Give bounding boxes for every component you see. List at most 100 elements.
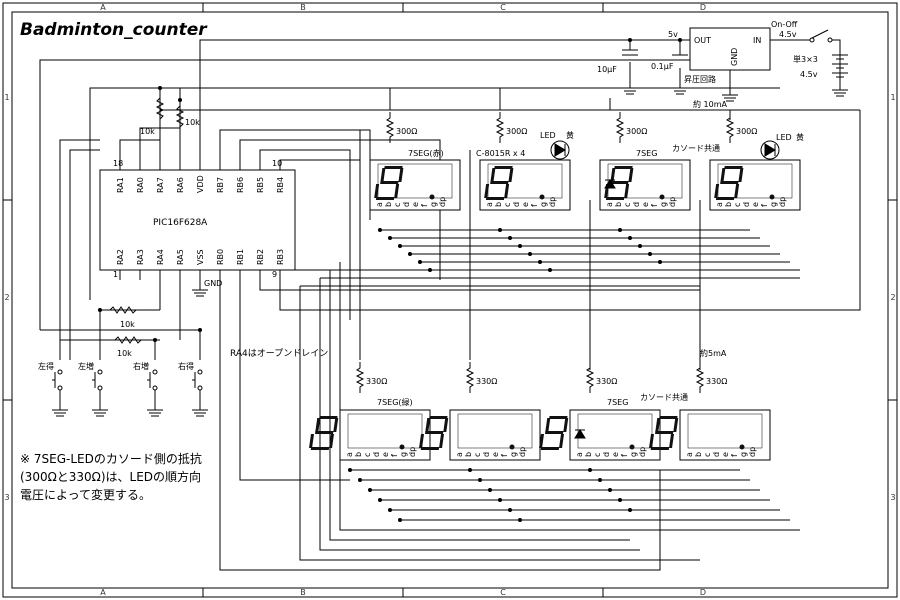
- note-line-2: (300Ωと330Ω)は、LEDの順方向: [20, 469, 201, 484]
- segment-pin-label: a: [715, 202, 724, 207]
- col-label-b-bottom: B: [300, 588, 306, 597]
- segment-pin-label: b: [464, 452, 473, 457]
- display-led-diode-icon: [604, 179, 616, 189]
- pushbutton-2[interactable]: 右増: [133, 361, 163, 417]
- gnd-label: GND: [204, 279, 222, 288]
- segment-pin-label: b: [384, 202, 393, 207]
- segment-bar: [329, 434, 335, 448]
- mcu-bottom-pin-7: RB2: [256, 249, 265, 265]
- segment-pin-label: e: [641, 202, 650, 207]
- note-line-1: ※ 7SEG-LEDのカソード側の抵抗: [20, 451, 202, 466]
- power-section: OUT IN GND 5v 10μF 0.1μF 昇圧回路 On-Off 4.5…: [597, 20, 848, 102]
- segment-bar: [375, 197, 395, 200]
- resistor-bottom-2-label: 330Ω: [476, 377, 497, 386]
- mcu-bottom-pin-3: RA5: [176, 249, 185, 265]
- mcu-top-pin-4: VDD: [196, 175, 205, 193]
- segment-bar: [490, 168, 496, 182]
- col-label-d-bottom: D: [700, 588, 706, 597]
- segment-pin-label: e: [491, 452, 500, 457]
- resistor-bottom-4: 330Ω: [695, 362, 727, 393]
- segment-pin-label: b: [614, 202, 623, 207]
- switch-label-1: 左増: [78, 361, 94, 371]
- switch-label-0: 左得: [38, 361, 54, 371]
- v45-bottom-label: 4.5v: [800, 70, 818, 79]
- segment-bar: [310, 447, 330, 450]
- segment-bar: [315, 418, 321, 432]
- mcu-pin-10: 10: [272, 159, 282, 168]
- segment-bar: [545, 431, 564, 434]
- pushbutton-3[interactable]: 右得: [178, 361, 208, 417]
- segment-bar: [420, 447, 440, 450]
- wiring: [39, 39, 861, 571]
- segment-pin-label: b: [584, 452, 593, 457]
- segment-bar: [419, 434, 425, 448]
- segment-pin-label: dp: [548, 197, 557, 207]
- segment-bar: [540, 447, 560, 450]
- segment-pin-label: b: [354, 452, 363, 457]
- segment-bar: [443, 418, 449, 432]
- junction-dots: [98, 38, 682, 522]
- col-label-c-bottom: C: [500, 588, 506, 597]
- mcu-top-pin-7: RB5: [256, 177, 265, 193]
- segment-bar: [380, 168, 386, 182]
- segment-bar: [714, 184, 720, 198]
- segment-bar: [549, 416, 568, 419]
- mcu-top-pin-1: RA0: [136, 177, 145, 193]
- mcu-top-pin-8: RB4: [276, 177, 285, 193]
- row-label-2-left: 2: [4, 293, 9, 302]
- segment-bar: [319, 416, 338, 419]
- battery-label: 単3×3: [793, 54, 818, 64]
- segment-bar: [655, 431, 674, 434]
- pushbutton-1[interactable]: 左増: [78, 361, 108, 417]
- segment-dp: [769, 194, 775, 200]
- cap-01uf-label: 0.1μF: [651, 62, 674, 71]
- segment-bar: [384, 166, 403, 169]
- resistor-top-2-label: 300Ω: [506, 127, 527, 136]
- col-label-a-top: A: [100, 3, 106, 12]
- mcu-bottom-pin-8: RB3: [276, 249, 285, 265]
- resistor-bottom-3-label: 330Ω: [596, 377, 617, 386]
- pushbuttons: 左得 左増 右増右得: [38, 361, 208, 417]
- segment-pin-label: a: [575, 452, 584, 457]
- display-top-1-label: 7SEG(赤): [408, 149, 444, 158]
- segment-pin-label: e: [381, 452, 390, 457]
- segment-bar: [504, 184, 510, 198]
- segment-pin-label: g: [429, 202, 438, 207]
- segment-bar: [614, 166, 633, 169]
- segment-dp: [739, 444, 745, 450]
- mcu-gnd-symbol: GND: [192, 270, 222, 297]
- mcu-bottom-pin-4: VSS: [196, 249, 205, 265]
- cathode-common-top-label: カソード共通: [672, 143, 720, 153]
- col-label-a-bottom: A: [100, 588, 106, 597]
- row-label-3-left: 3: [4, 493, 9, 502]
- resistor-top-4: 300Ω: [725, 112, 757, 143]
- indicator-led-1: LED 黄: [540, 130, 574, 160]
- segment-pin-label: f: [530, 204, 539, 207]
- segment-bar: [545, 418, 551, 432]
- resistor-top-4-label: 300Ω: [736, 127, 757, 136]
- segment-pin-label: b: [494, 202, 503, 207]
- segment-pin-label: c: [393, 203, 402, 207]
- segment-pin-label: c: [623, 203, 632, 207]
- segment-bar: [655, 418, 661, 432]
- segment-pin-label: dp: [518, 447, 527, 457]
- mcu-pin-9: 9: [272, 270, 277, 279]
- segment-pin-label: d: [372, 452, 381, 457]
- cap-10uf-label: 10μF: [597, 65, 617, 74]
- segment-pin-label: dp: [778, 197, 787, 207]
- resistor-bottom-1-label: 330Ω: [366, 377, 387, 386]
- segment-bar: [309, 434, 315, 448]
- v5-label: 5v: [668, 30, 678, 39]
- segment-bar: [398, 168, 404, 182]
- segment-bar: [669, 434, 675, 448]
- resistor-top-3-label: 300Ω: [626, 127, 647, 136]
- segment-dp: [539, 194, 545, 200]
- pushbutton-0[interactable]: 左得: [38, 361, 68, 417]
- segment-pin-label: dp: [668, 197, 677, 207]
- segment-pin-label: d: [512, 202, 521, 207]
- segment-bar: [649, 434, 655, 448]
